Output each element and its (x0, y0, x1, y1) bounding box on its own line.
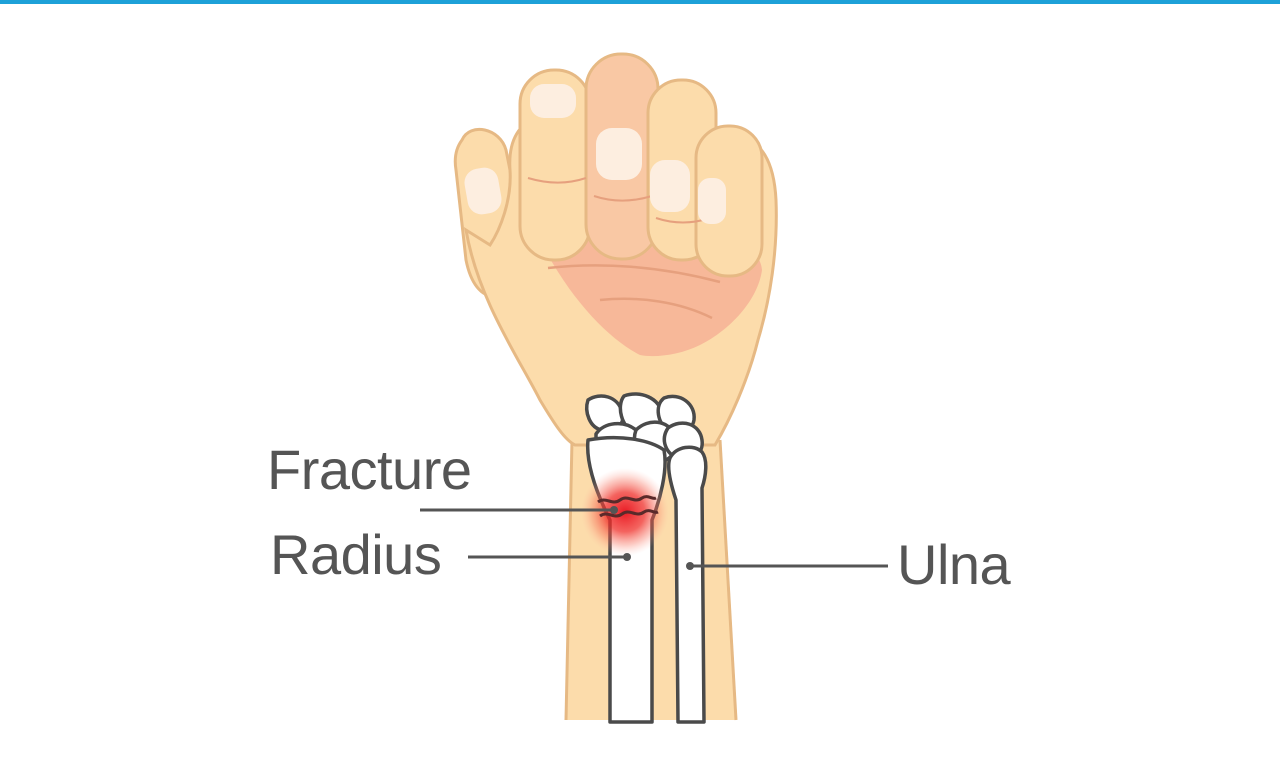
radius-pointer-dot (623, 553, 631, 561)
top-accent-bar (0, 0, 1280, 4)
index-nail (530, 84, 576, 118)
little-nail (698, 178, 726, 224)
middle-nail (596, 128, 642, 180)
hand (453, 52, 778, 447)
ulna-pointer-dot (686, 562, 694, 570)
ulna-label: Ulna (897, 533, 1011, 596)
radius-label: Radius (270, 523, 442, 586)
leader-dots (610, 506, 694, 570)
leader-lines (420, 508, 888, 568)
fracture-site (581, 468, 669, 556)
ring-nail (650, 160, 690, 212)
fracture-pointer-dot (610, 506, 618, 514)
fracture-label: Fracture (267, 438, 472, 501)
